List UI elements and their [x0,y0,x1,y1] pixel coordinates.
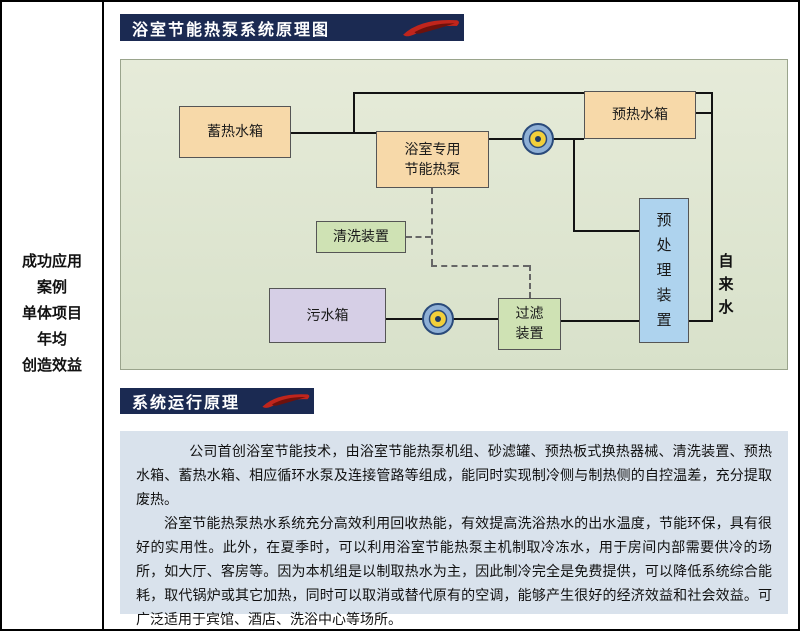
pipe-pretreatment-to-riser [689,320,713,322]
description-panel: 公司首创浴室节能技术，由浴室节能热泵机组、砂滤罐、预热板式换热器械、清洗装置、预… [120,431,788,628]
flame-logo-icon [262,394,310,408]
schematic-banner-title: 浴室节能热泵系统原理图 [132,21,331,39]
sewage-tank-box: 污水箱 [269,288,386,343]
sidebar-divider [102,2,104,629]
sidebar-caption-line: 创造效益 [21,358,82,374]
dashed-to-filter [529,265,531,298]
pipe-filter-to-pretreatment [561,320,639,322]
pump-icon [522,123,554,155]
schematic-banner: 浴室节能热泵系统原理图 [120,14,464,41]
preheat-tank-box: 预热水箱 [584,91,696,139]
sidebar-caption-line: 年均 [36,332,67,348]
pump-icon [422,303,454,335]
sidebar-caption-line: 案例 [36,280,67,296]
pipe-preheat-to-riser [696,112,713,114]
description-paragraph-2: 浴室节能热泵热水系统充分高效利用回收热能，有效提高洗浴热水的出水温度，节能环保，… [136,517,772,628]
principle-banner-title: 系统运行原理 [132,395,241,412]
pretreatment-device-box: 预处理装置 [639,198,689,343]
sidebar-caption-line: 单体项目 [21,306,82,322]
sidebar-caption-line: 成功应用 [21,254,82,270]
pretreatment-device-label: 预处理装置 [656,212,672,329]
pipe-right-riser [711,92,713,322]
heat-pump-box: 浴室专用 节能热泵 [376,131,489,188]
flame-logo-icon [403,20,459,37]
pipe-drop-left [353,92,355,134]
sidebar-caption: 成功应用 案例 单体项目 年均 创造效益 [2,249,102,379]
principle-banner: 系统运行原理 [120,388,314,414]
description-paragraph-1: 公司首创浴室节能技术，由浴室节能热泵机组、砂滤罐、预热板式换热器械、清洗装置、预… [136,445,772,508]
storage-tank-box: 蓄热水箱 [179,106,291,158]
dashed-across [431,265,529,267]
pipe-branch-to-pretreatment [573,230,639,232]
pipe-branch-down [573,138,575,232]
dashed-heatpump-down [431,188,433,265]
diagram-panel: 蓄热水箱 预热水箱 浴室专用 节能热泵 清洗装置 污水箱 过滤 装置 预处理装置… [120,59,788,370]
tap-water-label: 自来水 [718,253,734,316]
pipe-top [353,92,713,94]
dashed-to-cleaning [406,236,431,238]
filter-device-box: 过滤 装置 [498,298,561,350]
cleaning-device-box: 清洗装置 [316,221,406,253]
pipe-storage-to-heatpump [291,132,377,134]
